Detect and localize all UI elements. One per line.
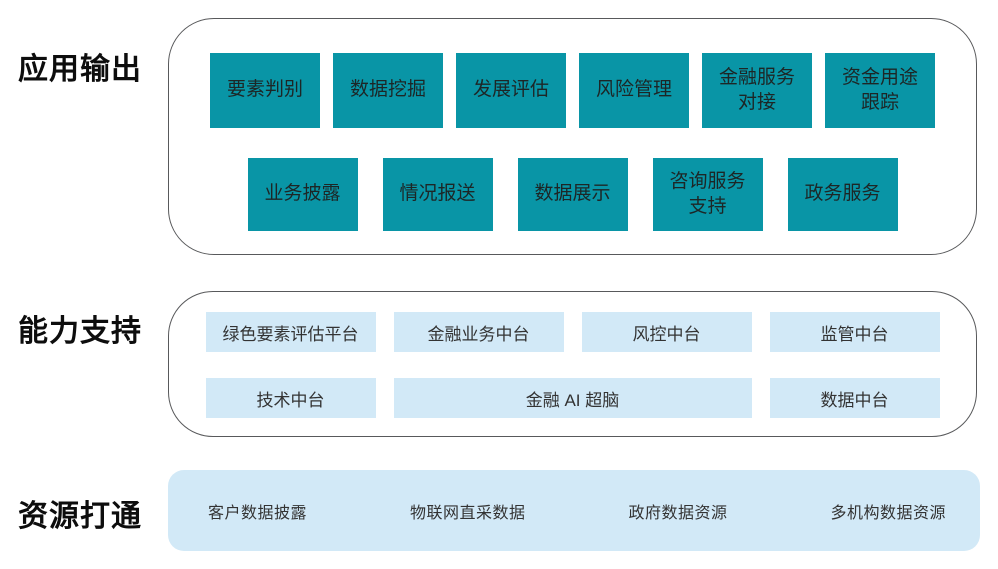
- app-box-data-display: 数据展示: [517, 158, 628, 231]
- resource-item-iot-direct-collection-data: 物联网直采数据: [409, 504, 526, 522]
- app-box-government-service: 政务服务: [787, 158, 898, 231]
- support-box-financial-ai-superbrain: 金融 AI 超脑: [393, 378, 752, 418]
- app-output-row-1: 要素判别 数据挖掘 发展评估 风险管理 金融服务 对接 资金用途 跟踪: [169, 53, 976, 128]
- resource-integration-band: 客户数据披露 物联网直采数据 政府数据资源 多机构数据资源: [168, 470, 980, 551]
- app-box-fund-usage-tracking: 资金用途 跟踪: [825, 53, 935, 128]
- capability-support-grid: 绿色要素评估平台 金融业务中台 风控中台 监管中台 技术中台 金融 AI 超脑 …: [169, 312, 976, 418]
- app-box-consulting-service-support: 咨询服务 支持: [652, 158, 763, 231]
- app-box-data-mining: 数据挖掘: [333, 53, 443, 128]
- resource-item-multi-institution-data-resources: 多机构数据资源: [830, 504, 946, 522]
- app-box-risk-management: 风险管理: [579, 53, 689, 128]
- app-box-business-disclosure: 业务披露: [247, 158, 358, 231]
- section-label-capability-support: 能力支持: [18, 315, 142, 348]
- section-label-resource-integration: 资源打通: [18, 500, 142, 533]
- support-box-green-factor-evaluation-platform: 绿色要素评估平台: [205, 312, 376, 352]
- app-box-financial-service-connection: 金融服务 对接: [702, 53, 812, 128]
- app-box-development-evaluation: 发展评估: [456, 53, 566, 128]
- support-box-risk-control-middle-platform: 风控中台: [581, 312, 752, 352]
- section-label-app-output: 应用输出: [18, 53, 142, 86]
- resource-item-customer-data-disclosure: 客户数据披露: [208, 504, 308, 522]
- support-box-technology-middle-platform: 技术中台: [205, 378, 376, 418]
- support-box-financial-business-middle-platform: 金融业务中台: [393, 312, 564, 352]
- capability-support-panel: 绿色要素评估平台 金融业务中台 风控中台 监管中台 技术中台 金融 AI 超脑 …: [168, 291, 977, 437]
- support-box-data-middle-platform: 数据中台: [769, 378, 940, 418]
- support-box-regulatory-middle-platform: 监管中台: [769, 312, 940, 352]
- resource-item-government-data-resources: 政府数据资源: [628, 504, 728, 522]
- app-box-situation-reporting: 情况报送: [382, 158, 493, 231]
- app-output-row-2: 业务披露 情况报送 数据展示 咨询服务 支持 政务服务: [169, 158, 976, 231]
- app-box-factor-identification: 要素判别: [210, 53, 320, 128]
- app-output-panel: 要素判别 数据挖掘 发展评估 风险管理 金融服务 对接 资金用途 跟踪 业务披露…: [168, 18, 977, 255]
